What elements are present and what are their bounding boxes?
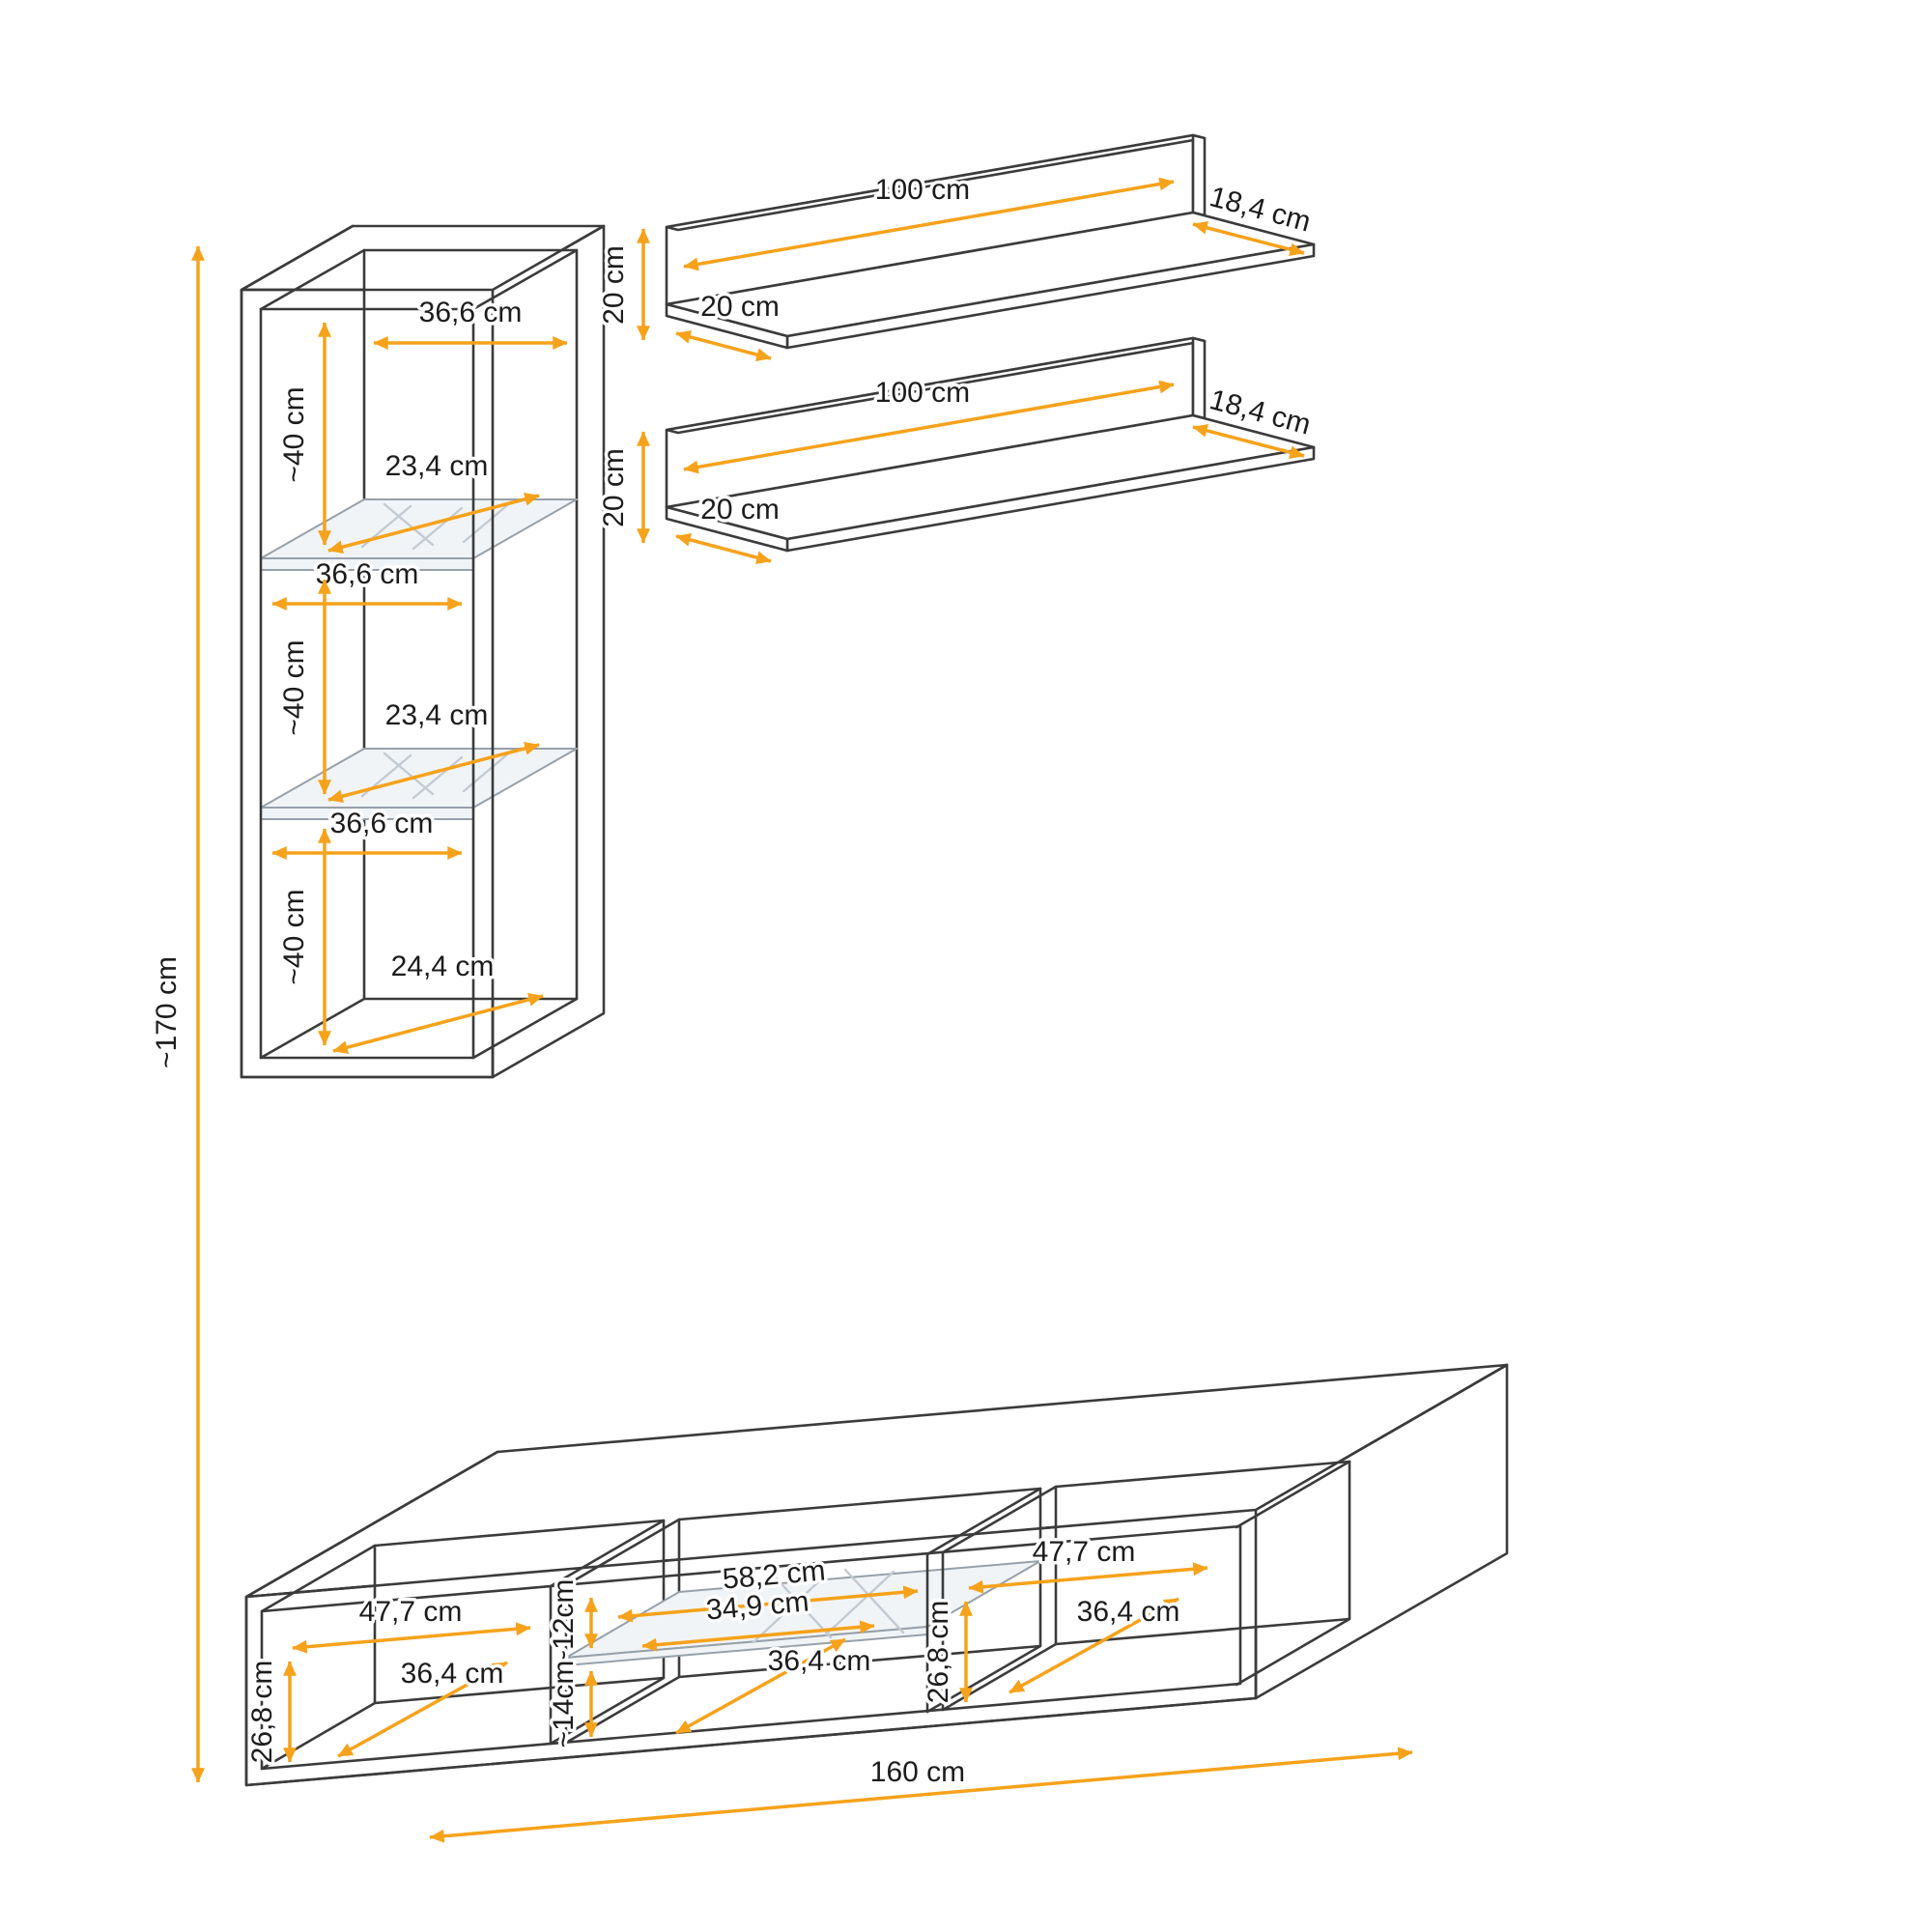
cabinet-front-opening xyxy=(259,307,475,1060)
stand-dividers xyxy=(549,1550,945,1746)
stand-middle-depth-edges xyxy=(564,1487,1042,1745)
cabinet-outline-restroke xyxy=(240,224,606,1079)
dim-arrow-shelf2-length xyxy=(683,380,1175,474)
dim-arrow-left-width xyxy=(292,1622,531,1654)
label-right-width: 47,7 cm xyxy=(1033,1536,1136,1568)
dim-arrow-left-depth xyxy=(337,1661,508,1758)
stand-front-opening xyxy=(260,1524,1242,1771)
tall-cabinet-dimensions: ~170 cm 36,6 cm ~40 cm 23,4 cm 36,6 cm ~… xyxy=(148,245,568,1783)
tv-stand-dimensions: 47,7 cm 26,8 cm 36,4 cm ~12cm ~14cm 58,2… xyxy=(243,1533,1413,1843)
label-shelf2-length: 100 cm xyxy=(875,377,970,409)
dim-arrow-shelf2-board-depth xyxy=(1192,423,1305,460)
shelf1-back-panel-end xyxy=(1191,133,1207,217)
label-section-3-height: ~40 cm xyxy=(278,889,310,984)
label-inner-width-top: 36,6 cm xyxy=(419,297,523,328)
stand-right-depth-edges xyxy=(941,1460,1351,1712)
label-shelf-2-depth: 23,4 cm xyxy=(385,699,489,731)
dim-arrow-shelf2-side-depth xyxy=(675,533,772,564)
dim-arrow-shelf-2-depth xyxy=(327,741,540,804)
label-total-height: ~170 cm xyxy=(151,956,183,1068)
dim-arrow-shelf1-board-depth xyxy=(1192,220,1305,257)
label-left-width: 47,7 cm xyxy=(359,1596,463,1628)
label-middle-below-glass: ~14cm xyxy=(548,1661,580,1748)
label-section-2-height: ~40 cm xyxy=(278,639,310,735)
dim-arrow-middle-width xyxy=(617,1585,919,1623)
label-inner-width-lower: 36,6 cm xyxy=(330,808,434,839)
cabinet-back-wall xyxy=(362,248,579,1001)
label-inner-width-mid: 36,6 cm xyxy=(316,558,419,590)
label-middle-above-glass: ~12cm xyxy=(548,1579,580,1667)
label-stand-total-width: 160 cm xyxy=(870,1756,965,1788)
stand-outline-restroke xyxy=(244,1363,1509,1787)
tv-stand xyxy=(244,1363,1509,1787)
dim-arrow-right-depth xyxy=(1009,1597,1179,1694)
dim-arrow-shelf1-length xyxy=(683,177,1175,271)
shelf2-back-panel-end xyxy=(1191,336,1207,420)
dim-arrow-middle-depth xyxy=(675,1637,846,1735)
dim-arrow-bottom-depth xyxy=(332,993,544,1054)
label-shelf1-side-depth: 20 cm xyxy=(700,291,780,323)
stand-left-depth-edges xyxy=(260,1519,666,1771)
label-shelf1-height: 20 cm xyxy=(598,245,630,325)
cabinet-depth-edges xyxy=(259,248,579,1060)
label-shelf2-height: 20 cm xyxy=(598,448,630,527)
label-left-depth: 36,4 cm xyxy=(401,1658,504,1690)
label-right-height: 26,8 cm xyxy=(923,1601,954,1704)
label-section-1-height: ~40 cm xyxy=(278,386,310,482)
dim-arrow-right-width xyxy=(968,1562,1208,1594)
label-right-depth: 36,4 cm xyxy=(1077,1596,1180,1628)
dim-arrow-stand-total-width xyxy=(429,1747,1413,1843)
dim-arrow-shelf-1-depth xyxy=(327,492,540,554)
label-shelf2-side-depth: 20 cm xyxy=(700,494,780,526)
label-bottom-depth: 24,4 cm xyxy=(391,951,495,982)
label-left-height: 26,8 cm xyxy=(246,1661,278,1764)
dim-arrow-shelf1-side-depth xyxy=(675,330,772,361)
label-shelf-1-depth: 23,4 cm xyxy=(385,450,489,482)
label-middle-depth: 36,4 cm xyxy=(768,1645,871,1677)
label-shelf1-length: 100 cm xyxy=(875,174,970,206)
